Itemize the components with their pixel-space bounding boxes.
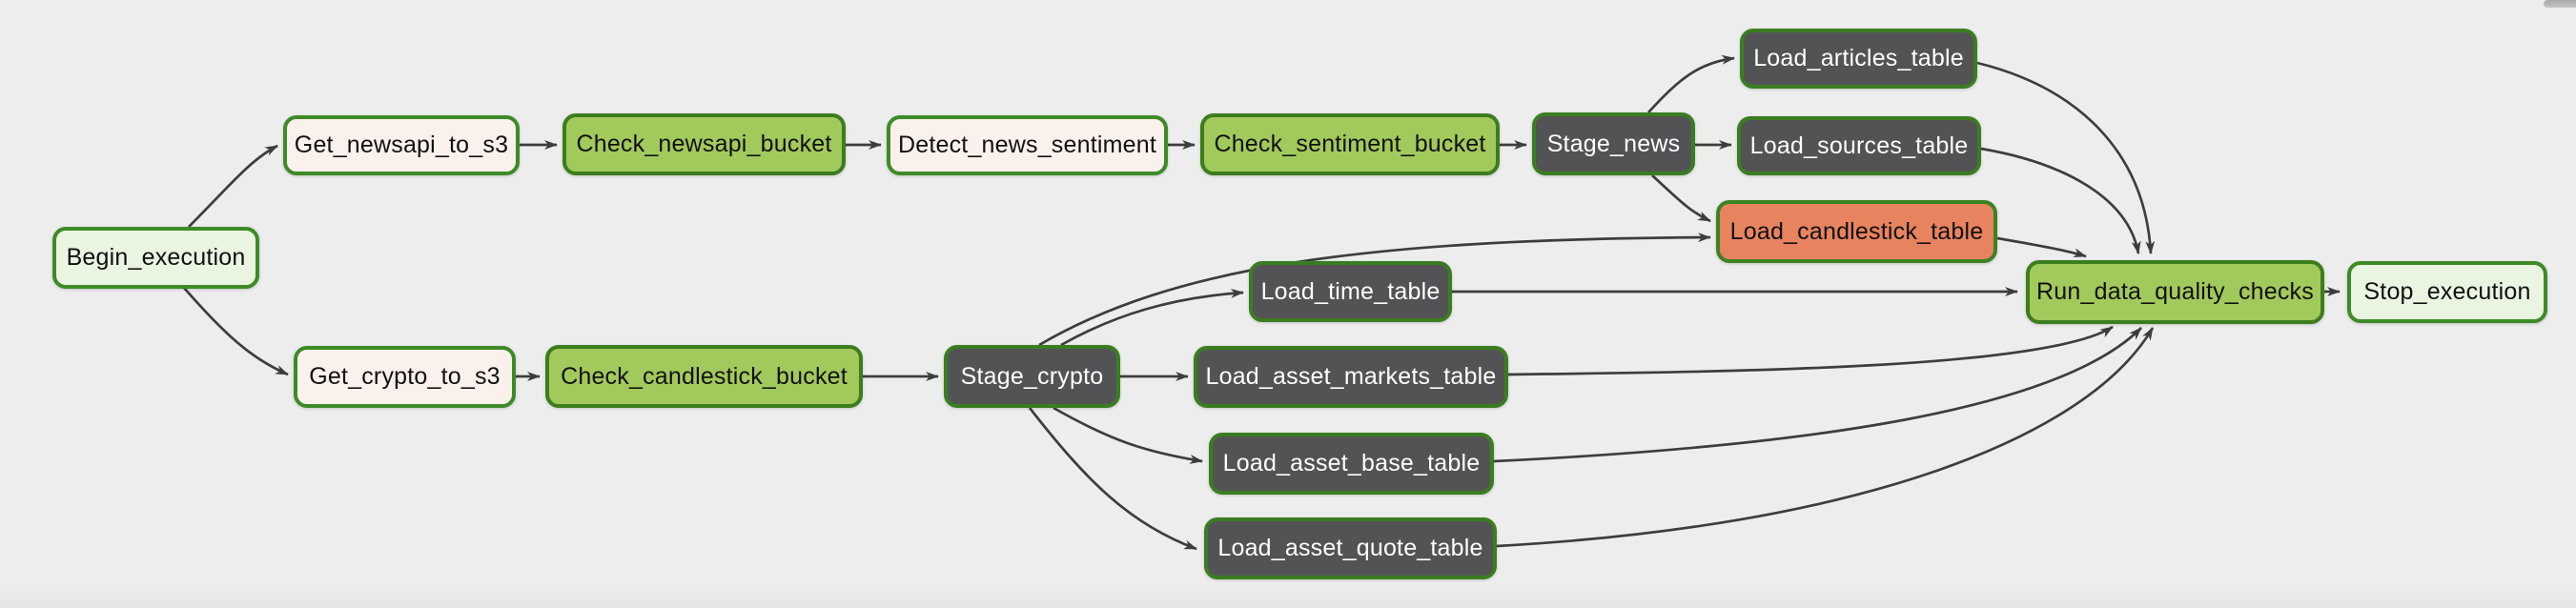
edge-stage_crypto-to-load_time_table (1060, 288, 1244, 347)
task-node-load_asset_markets_table[interactable]: Load_asset_markets_table (1194, 346, 1508, 408)
task-node-begin_execution[interactable]: Begin_execution (52, 227, 259, 289)
task-label-get_newsapi_to_s3: Get_newsapi_to_s3 (294, 132, 509, 158)
edge-stage_news-to-load_candlestick_table (1651, 174, 1711, 223)
task-label-stage_crypto: Stage_crypto (960, 362, 1104, 390)
task-label-load_time_table: Load_time_table (1260, 277, 1441, 305)
task-node-stage_news[interactable]: Stage_news (1532, 112, 1695, 175)
edge-load_candlestick_table-to-run_data_quality_checks (1996, 236, 2087, 258)
edge-begin_execution-to-get_crypto_to_s3 (182, 287, 289, 376)
task-label-load_articles_table: Load_articles_table (1753, 45, 1964, 71)
task-label-stage_news: Stage_news (1546, 130, 1681, 157)
edge-load_asset_quote_table-to-run_data_quality_checks (1496, 327, 2155, 548)
task-label-check_sentiment_bucket: Check_sentiment_bucket (1214, 131, 1486, 157)
task-node-detect_news_sentiment[interactable]: Detect_news_sentiment (887, 115, 1168, 175)
task-node-check_candlestick_bucket[interactable]: Check_candlestick_bucket (545, 345, 863, 408)
task-node-load_asset_quote_table[interactable]: Load_asset_quote_table (1204, 517, 1497, 579)
task-node-get_crypto_to_s3[interactable]: Get_crypto_to_s3 (294, 346, 516, 408)
task-node-load_asset_base_table[interactable]: Load_asset_base_table (1209, 433, 1494, 495)
task-node-load_articles_table[interactable]: Load_articles_table (1740, 29, 1977, 89)
task-node-check_sentiment_bucket[interactable]: Check_sentiment_bucket (1200, 113, 1500, 175)
task-node-load_time_table[interactable]: Load_time_table (1249, 261, 1452, 322)
task-node-check_newsapi_bucket[interactable]: Check_newsapi_bucket (562, 113, 846, 175)
task-label-begin_execution: Begin_execution (66, 244, 246, 271)
task-label-check_newsapi_bucket: Check_newsapi_bucket (576, 131, 832, 157)
task-node-load_sources_table[interactable]: Load_sources_table (1737, 116, 1981, 175)
task-label-run_data_quality_checks: Run_data_quality_checks (2036, 278, 2314, 305)
task-node-load_candlestick_table[interactable]: Load_candlestick_table (1716, 200, 1997, 263)
scrollbar-thumb[interactable] (2544, 0, 2576, 8)
edge-load_asset_base_table-to-run_data_quality_checks (1493, 327, 2142, 463)
task-label-load_asset_markets_table: Load_asset_markets_table (1205, 363, 1497, 390)
edge-stage_crypto-to-load_asset_quote_table (1028, 407, 1197, 551)
edge-stage_news-to-load_articles_table (1647, 54, 1735, 113)
task-label-stop_execution: Stop_execution (2363, 278, 2531, 305)
edge-begin_execution-to-get_newsapi_to_s3 (188, 144, 278, 228)
task-label-load_asset_base_table: Load_asset_base_table (1222, 450, 1481, 476)
task-label-load_asset_quote_table: Load_asset_quote_table (1217, 535, 1483, 561)
edge-load_asset_markets_table-to-run_data_quality_checks (1507, 325, 2114, 376)
edge-load_sources_table-to-run_data_quality_checks (1980, 147, 2141, 254)
task-node-stop_execution[interactable]: Stop_execution (2347, 261, 2547, 323)
task-label-check_candlestick_bucket: Check_candlestick_bucket (561, 362, 848, 390)
edge-stage_crypto-to-load_asset_base_table (1053, 406, 1203, 464)
task-label-get_crypto_to_s3: Get_crypto_to_s3 (309, 363, 501, 390)
task-label-load_sources_table: Load_sources_table (1749, 132, 1969, 159)
task-label-load_candlestick_table: Load_candlestick_table (1729, 217, 1984, 245)
task-node-run_data_quality_checks[interactable]: Run_data_quality_checks (2026, 260, 2324, 324)
task-label-detect_news_sentiment: Detect_news_sentiment (897, 132, 1156, 158)
task-node-get_newsapi_to_s3[interactable]: Get_newsapi_to_s3 (283, 115, 520, 175)
edge-load_articles_table-to-run_data_quality_checks (1976, 61, 2156, 254)
task-node-stage_crypto[interactable]: Stage_crypto (944, 345, 1120, 408)
